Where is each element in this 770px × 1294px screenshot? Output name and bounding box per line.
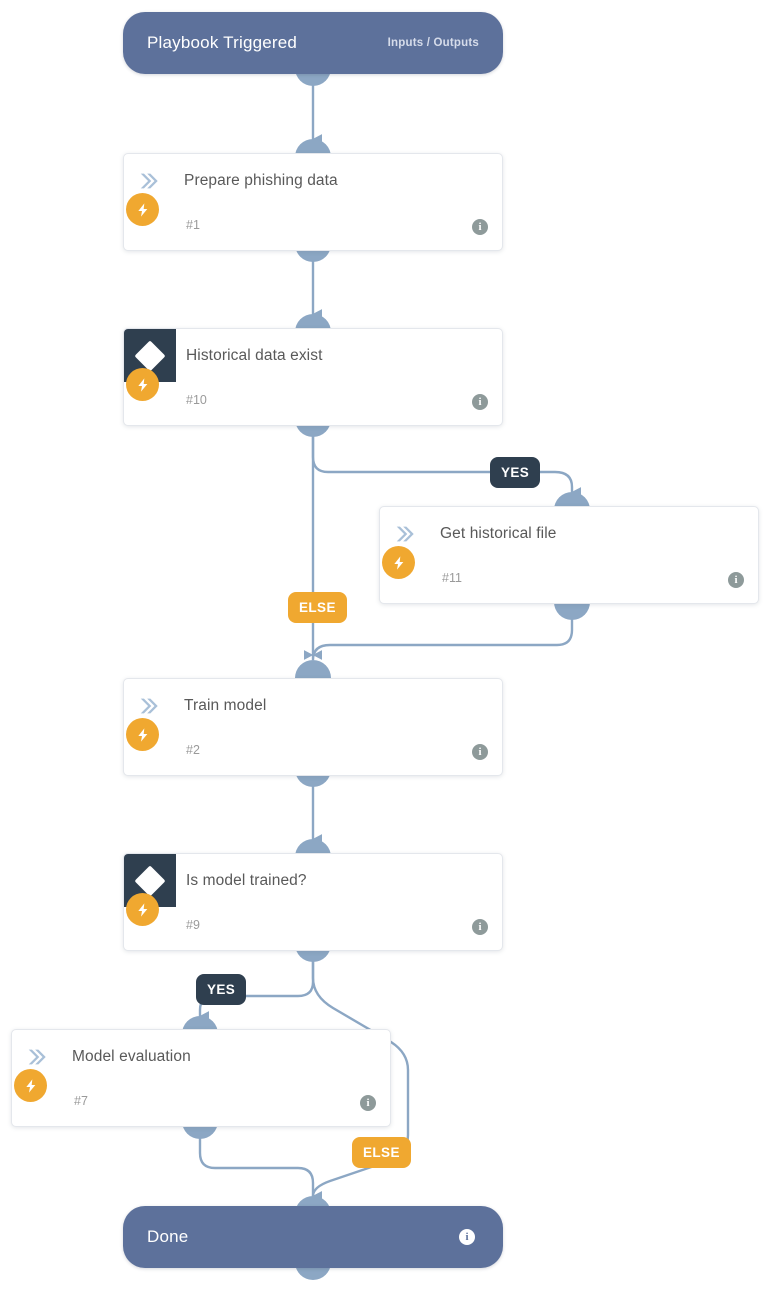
done-node-title: Done: [147, 1227, 189, 1246]
node-number: #11: [442, 571, 462, 585]
node-number: #10: [186, 393, 207, 407]
card-header: Is model trained?: [124, 854, 502, 907]
node-prepare-phishing-data[interactable]: Prepare phishing data #1 i: [123, 153, 503, 251]
card-footer: #11 i: [380, 546, 758, 603]
edge-evaluation-to-done: [198, 1137, 323, 1201]
branch-label-historical-yes[interactable]: YES: [490, 457, 541, 488]
chevron-double-right-icon: [380, 507, 430, 560]
card-header: Historical data exist: [124, 329, 502, 382]
lightning-bolt-icon: [126, 893, 159, 926]
info-icon[interactable]: i: [459, 1229, 475, 1245]
node-number: #9: [186, 918, 200, 932]
lightning-bolt-icon: [14, 1069, 47, 1102]
node-title: Is model trained?: [186, 871, 307, 889]
card-header: Get historical file: [380, 507, 758, 560]
lightning-bolt-icon: [382, 546, 415, 579]
start-node-title: Playbook Triggered: [147, 33, 298, 52]
info-icon[interactable]: i: [360, 1095, 376, 1111]
card-footer: #7 i: [12, 1069, 390, 1126]
branch-label-historical-else[interactable]: ELSE: [288, 592, 347, 623]
lightning-bolt-icon: [126, 368, 159, 401]
node-number: #2: [186, 743, 200, 757]
card-footer: #9 i: [124, 893, 502, 950]
chevron-double-right-icon: [124, 679, 174, 732]
card-header: Prepare phishing data: [124, 154, 502, 207]
start-node-subtitle[interactable]: Inputs / Outputs: [387, 37, 479, 49]
node-playbook-triggered[interactable]: Playbook Triggered Inputs / Outputs: [123, 12, 503, 74]
branch-label-trained-yes[interactable]: YES: [196, 974, 247, 1005]
lightning-bolt-icon: [126, 718, 159, 751]
port-train-in[interactable]: [295, 660, 331, 678]
card-footer: #1 i: [124, 193, 502, 250]
port-getfile-out[interactable]: [554, 602, 590, 620]
node-title: Historical data exist: [186, 346, 323, 364]
diamond-shape: [134, 864, 166, 897]
node-done[interactable]: Done i: [123, 1206, 503, 1268]
info-icon[interactable]: i: [728, 572, 744, 588]
info-icon[interactable]: i: [472, 219, 488, 235]
node-title: Model evaluation: [72, 1047, 191, 1065]
node-number: #7: [74, 1094, 88, 1108]
info-icon[interactable]: i: [472, 394, 488, 410]
edge-getfile-to-train: [303, 618, 574, 661]
node-title: Train model: [184, 696, 267, 714]
diamond-shape: [134, 339, 166, 372]
node-historical-data-exist[interactable]: Historical data exist #10 i: [123, 328, 503, 426]
branch-label-trained-else[interactable]: ELSE: [352, 1137, 411, 1168]
info-icon[interactable]: i: [472, 744, 488, 760]
card-footer: #2 i: [124, 718, 502, 775]
info-icon[interactable]: i: [472, 919, 488, 935]
card-footer: #10 i: [124, 368, 502, 425]
node-title: Get historical file: [440, 524, 557, 542]
node-title: Prepare phishing data: [184, 171, 338, 189]
lightning-bolt-icon: [126, 193, 159, 226]
card-header: Model evaluation: [12, 1030, 390, 1083]
chevron-double-right-icon: [12, 1030, 62, 1083]
node-train-model[interactable]: Train model #2 i: [123, 678, 503, 776]
card-header: Train model: [124, 679, 502, 732]
node-get-historical-file[interactable]: Get historical file #11 i: [379, 506, 759, 604]
chevron-double-right-icon: [124, 154, 174, 207]
node-number: #1: [186, 218, 200, 232]
node-is-model-trained[interactable]: Is model trained? #9 i: [123, 853, 503, 951]
node-model-evaluation[interactable]: Model evaluation #7 i: [11, 1029, 391, 1127]
